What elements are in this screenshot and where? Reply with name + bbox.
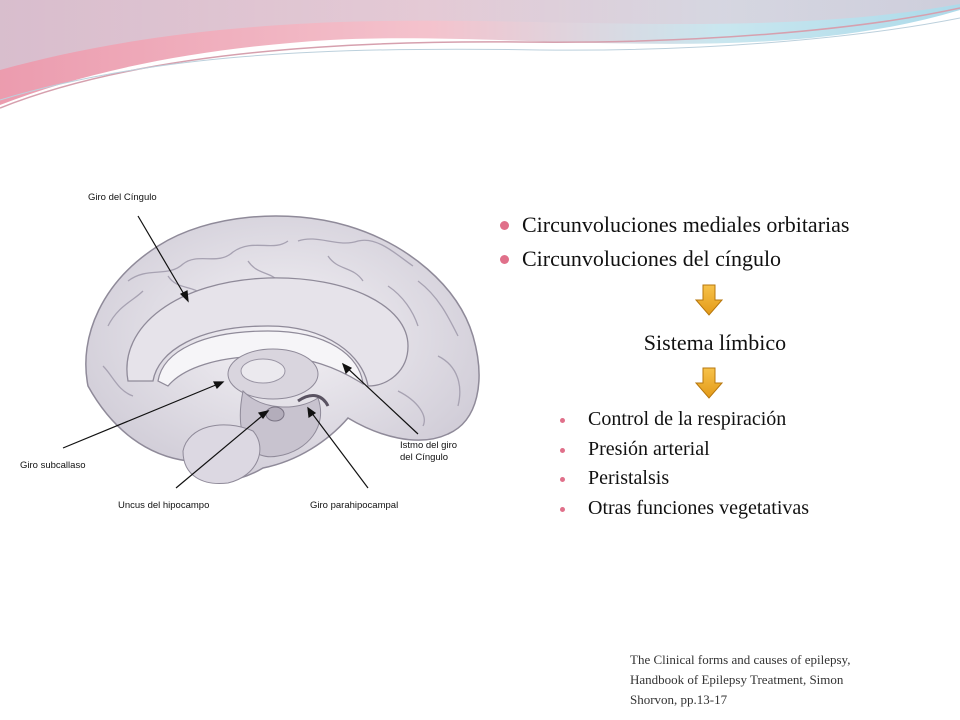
pointer-uncus — [175, 410, 269, 489]
function-item: Peristalsis — [560, 464, 809, 494]
decorative-top-wave — [0, 0, 960, 109]
citation-line: The Clinical forms and causes of epileps… — [630, 652, 851, 667]
label-parahippocampal-gyrus: Giro parahipocampal — [310, 500, 399, 511]
brain-medial-view-figure: Giro del Cíngulo Giro subcallaso Uncus d… — [18, 186, 488, 516]
pointer-cingulate — [137, 215, 189, 302]
label-isthmus-line1: Istmo del giro — [400, 440, 458, 451]
functions-list: Control de la respiración Presión arteri… — [560, 405, 809, 523]
label-uncus: Uncus del hipocampo — [118, 500, 210, 511]
citation-line: Handbook of Epilepsy Treatment, Simon — [630, 672, 844, 687]
corpus-callosum — [157, 330, 364, 387]
function-item: Presión arterial — [560, 435, 809, 465]
citation: The Clinical forms and causes of epileps… — [630, 650, 950, 710]
main-bullet-item: Circunvoluciones mediales orbitarias — [500, 208, 849, 242]
label-subcallosal-gyrus: Giro subcallaso — [20, 460, 86, 471]
label-cingulate-gyrus: Giro del Cíngulo — [88, 192, 157, 203]
main-bullet-item: Circunvoluciones del cíngulo — [500, 242, 849, 276]
label-isthmus-line2: del Cíngulo — [400, 452, 449, 463]
cingulate-gyrus — [126, 277, 409, 387]
down-arrow-icon — [695, 284, 723, 316]
down-arrow-icon — [695, 367, 723, 399]
brain-illustration — [62, 215, 480, 489]
limbic-system-heading: Sistema límbico — [643, 330, 787, 355]
pointer-subcallosal — [62, 381, 224, 449]
citation-line: Shorvon, pp.13-17 — [630, 692, 728, 707]
main-bullet-list: Circunvoluciones mediales orbitarias Cir… — [500, 208, 849, 276]
pointer-parahippocampal — [307, 407, 369, 489]
function-item: Otras funciones vegetativas — [560, 494, 809, 524]
function-item: Control de la respiración — [560, 405, 809, 435]
pointer-isthmus — [342, 363, 419, 435]
